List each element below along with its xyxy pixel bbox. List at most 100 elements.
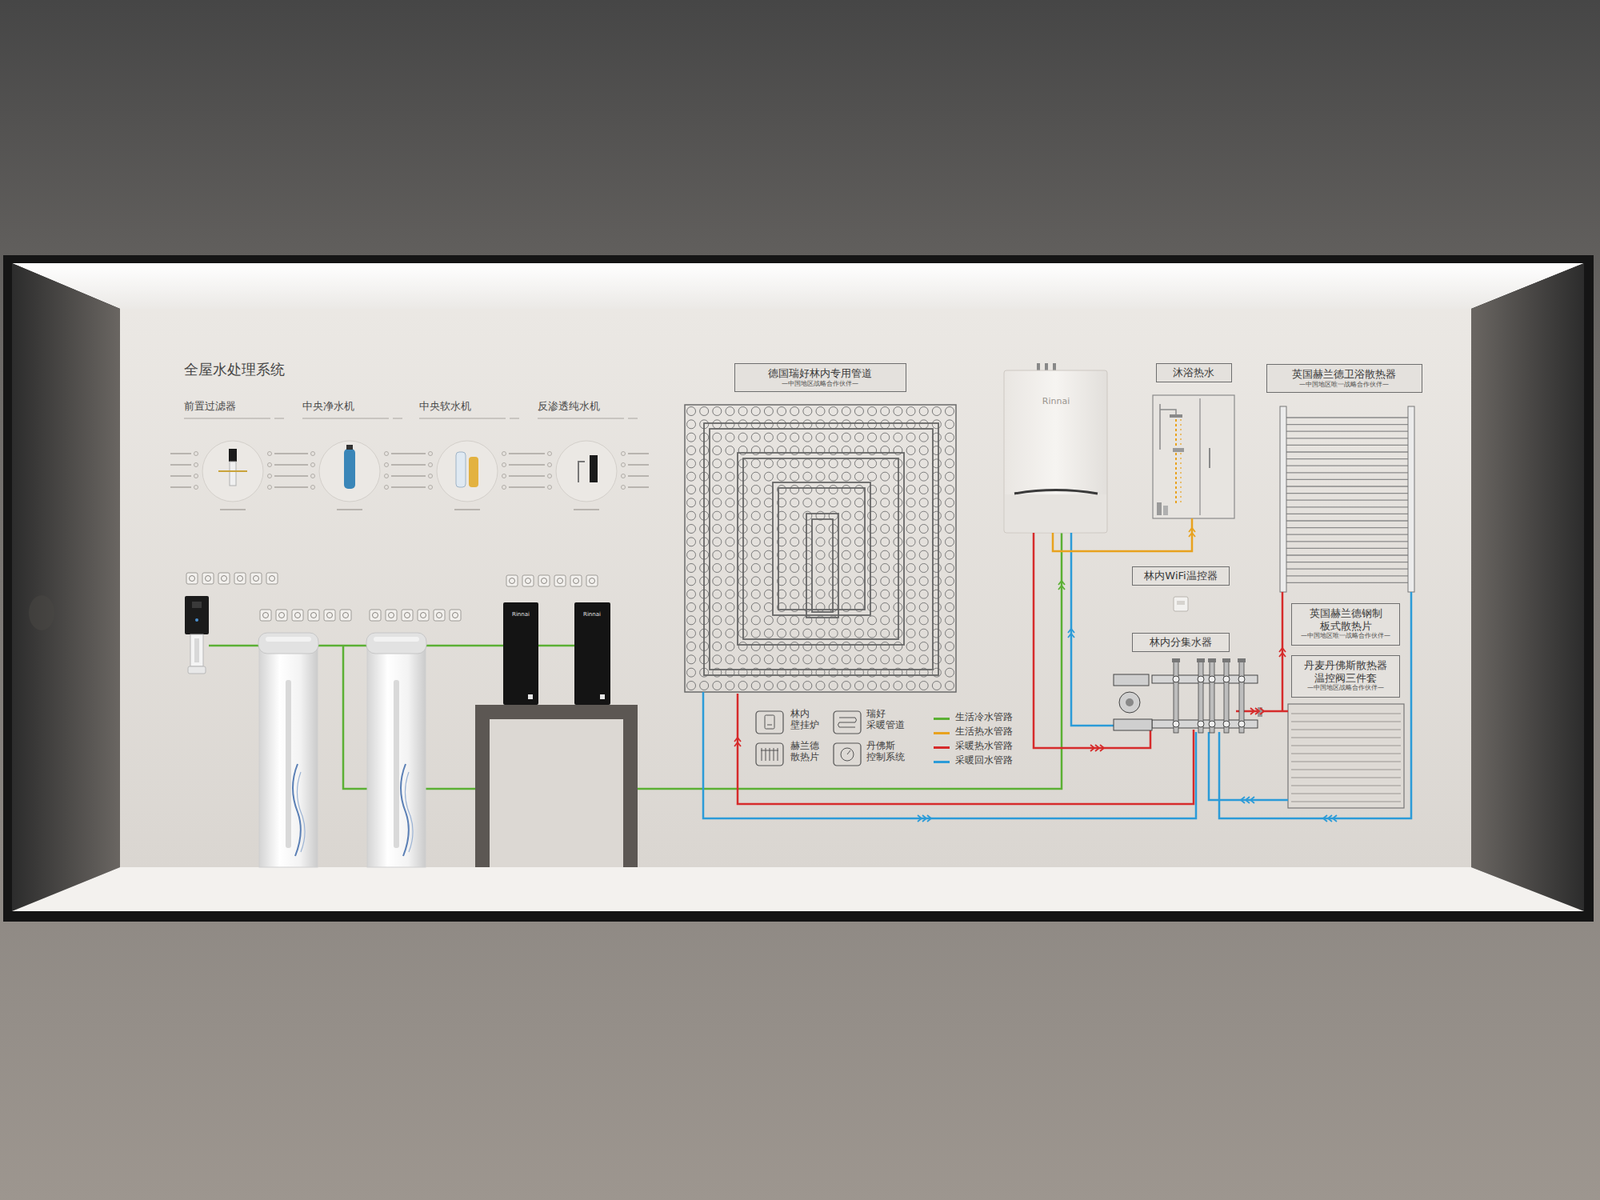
heating-return-pipe <box>1071 532 1116 726</box>
floor-heating-grid <box>764 681 773 691</box>
feature-circle <box>287 475 308 477</box>
towel-radiator <box>1284 561 1410 563</box>
floor-heating-grid <box>687 420 696 429</box>
legend-text: 生活冷水管路 <box>955 712 1013 724</box>
floor-heating-grid <box>751 537 760 547</box>
legend-icon <box>832 710 862 735</box>
floor-heating-grid <box>725 432 735 442</box>
floor-heating-grid <box>725 498 735 508</box>
floor-heating-grid <box>854 432 864 442</box>
floor-heating-grid <box>743 458 899 640</box>
floor-heating-grid <box>712 681 722 691</box>
floor-heating-grid <box>751 485 760 495</box>
floor-heating-grid <box>738 655 748 664</box>
floor-heating-grid <box>945 628 955 638</box>
floor-heating-grid <box>725 446 735 456</box>
heading-underline <box>537 418 638 420</box>
label-box: 林内WiFi温控器 <box>1132 566 1230 586</box>
floor-heating-grid <box>725 616 735 625</box>
softener-tank <box>367 640 426 868</box>
legend-icon <box>756 711 784 734</box>
floor-heating-grid <box>687 550 696 560</box>
floor-heating-grid <box>893 681 903 691</box>
floor-heating-grid <box>932 616 941 625</box>
floor-heating-grid <box>906 472 916 481</box>
legend-icon <box>838 717 857 728</box>
floor-heating-grid <box>854 655 864 664</box>
flow-arrow <box>1250 796 1255 804</box>
towel-radiator <box>1284 554 1410 556</box>
feature-icon <box>525 578 532 584</box>
floor-heating-grid <box>684 404 956 692</box>
floor-heating-grid <box>906 603 916 612</box>
floor-heating-grid <box>945 616 955 625</box>
panel-radiator <box>1291 769 1401 771</box>
floor-heating-grid <box>687 681 696 691</box>
floor-heating-grid <box>700 407 709 416</box>
manifold-illustration <box>1113 674 1149 686</box>
floor-heating-grid <box>854 485 864 495</box>
feature-icon <box>295 612 301 619</box>
legend-icon <box>847 750 851 755</box>
heading-underline <box>184 418 284 420</box>
softener-tank <box>393 680 400 848</box>
floor-heating-grid <box>932 681 941 691</box>
towel-radiator <box>1284 582 1410 584</box>
towel-radiator <box>1284 437 1410 439</box>
floor-heating-grid <box>906 628 916 638</box>
floor-heating-grid <box>764 628 773 638</box>
floor-heating-grid <box>712 628 722 638</box>
feature-circle <box>428 474 433 479</box>
hot-water-pipe <box>1052 518 1192 552</box>
manifold-illustration <box>1119 692 1140 713</box>
floor-heating-grid <box>816 589 825 599</box>
floor-heating-grid <box>919 603 928 612</box>
wall-boiler <box>1004 370 1108 533</box>
flow-arrow <box>734 528 1337 822</box>
floor-heating-grid <box>880 511 890 520</box>
towel-radiator <box>1284 465 1410 467</box>
floor-heating-grid <box>738 407 748 416</box>
floor-heating-grid <box>712 485 722 495</box>
room <box>28 595 55 631</box>
feature-icon <box>538 575 550 587</box>
floor-heating-grid <box>932 432 941 442</box>
floor-heating-grid <box>803 472 812 481</box>
floor-heating-grid <box>919 524 928 534</box>
wall-boiler <box>1014 490 1098 495</box>
feature-icon <box>292 609 304 621</box>
floor-heating-grid <box>687 642 696 652</box>
floor-heating-grid <box>919 446 928 456</box>
floor-heating-grid <box>868 537 877 547</box>
floor-heating-grid <box>880 498 890 508</box>
floor-heating-grid <box>687 472 696 481</box>
floor-heating-grid <box>828 485 838 495</box>
ro-unit <box>503 602 611 705</box>
floor-heating-grid <box>919 432 928 442</box>
floor-heating-grid <box>828 498 838 508</box>
thermostat <box>1173 596 1188 612</box>
floor-heating-grid <box>803 681 812 691</box>
floor-heating-grid <box>764 576 773 586</box>
floor-heating-grid <box>841 642 851 652</box>
floor-heating-grid <box>764 407 773 416</box>
feature-circle <box>218 470 248 472</box>
floor-heating-grid <box>880 472 890 481</box>
floor-heating-grid <box>816 628 825 638</box>
floor-heating-grid <box>841 628 851 638</box>
feature-icon <box>589 578 596 584</box>
floor-heating-grid <box>803 537 812 547</box>
panel-radiator <box>1291 737 1401 739</box>
floor-heating-grid <box>725 655 735 664</box>
floor-heating-grid <box>725 628 735 638</box>
floor-heating-grid <box>704 423 939 676</box>
feature-icon <box>279 612 285 619</box>
floor-heating-grid <box>687 603 696 612</box>
flow-arrow <box>1058 580 1065 585</box>
legend-icon <box>755 742 784 767</box>
floor-heating-grid <box>777 420 787 429</box>
feature-circle <box>170 440 649 510</box>
floor-heating-grid <box>816 459 825 468</box>
feature-icon <box>263 612 269 619</box>
